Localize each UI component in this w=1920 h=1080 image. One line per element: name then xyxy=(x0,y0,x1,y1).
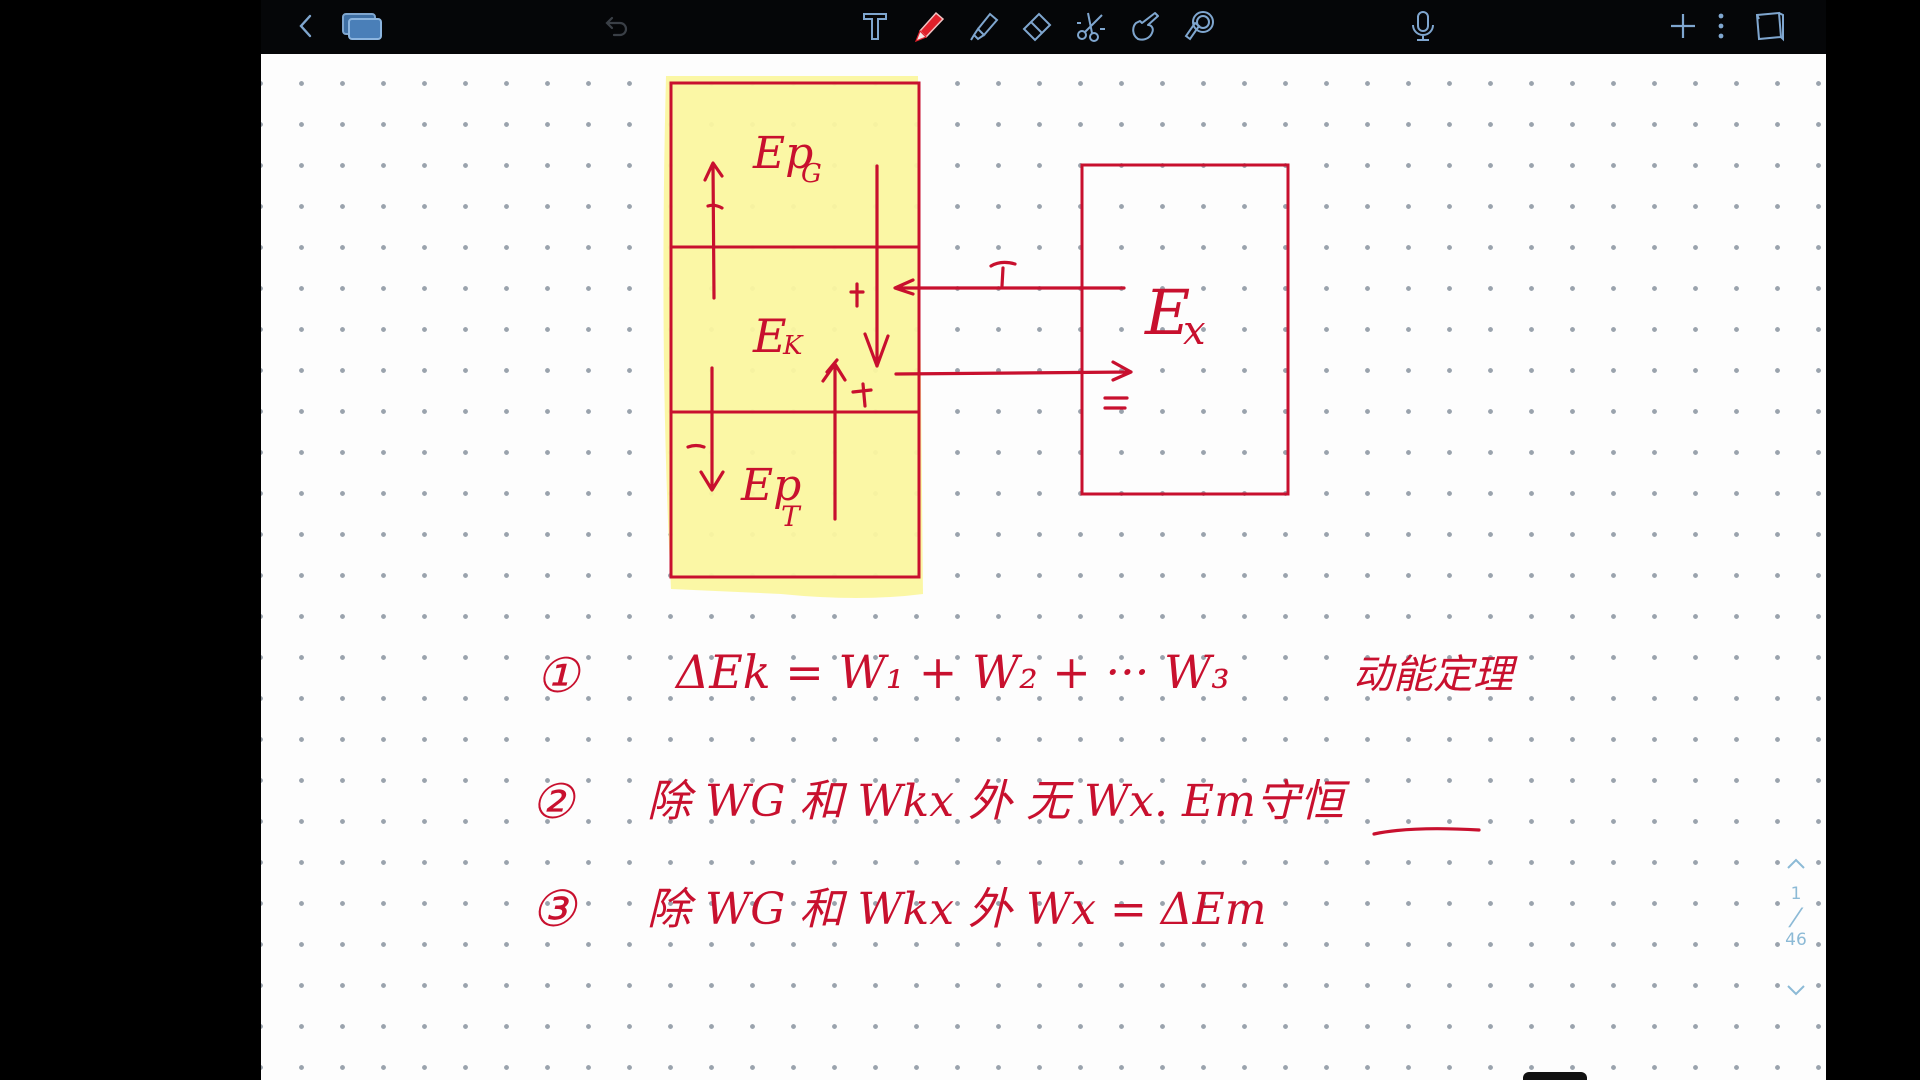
plus-icon xyxy=(1671,14,1695,38)
hand-pointer-icon xyxy=(1132,12,1159,41)
external-energy-box xyxy=(1080,163,1290,496)
lasso-scissors-tool[interactable] xyxy=(1071,6,1111,46)
undo-button[interactable] xyxy=(595,6,635,46)
svg-text:E: E xyxy=(752,309,787,363)
page-indicator: 1 / 46 xyxy=(1776,854,1816,1034)
horizontal-scroll-handle[interactable] xyxy=(1523,1072,1587,1080)
microphone-button[interactable] xyxy=(1403,6,1443,46)
scissors-icon xyxy=(1077,12,1105,42)
current-page-number: 1 xyxy=(1790,884,1802,904)
svg-text:Ep: Ep xyxy=(752,128,813,179)
svg-text:E: E xyxy=(1144,276,1190,349)
note-line-2: ② 除 WG 和 Wkx 外 无 Wx. Em守恒 xyxy=(531,774,1481,836)
eraser-tool[interactable] xyxy=(1017,6,1057,46)
add-page-button[interactable] xyxy=(1663,6,1703,46)
svg-text:K: K xyxy=(782,331,804,361)
highlighter-tool[interactable] xyxy=(963,6,1003,46)
pages-overview-button[interactable] xyxy=(339,6,387,46)
svg-text:①: ① xyxy=(536,648,582,704)
svg-text:除 WG 和 Wkx 外 Wx = ΔEm: 除 WG 和 Wkx 外 Wx = ΔEm xyxy=(647,884,1267,935)
svg-text:G: G xyxy=(801,159,822,189)
stacked-pages-icon xyxy=(342,13,382,40)
highlighter-icon xyxy=(970,12,999,41)
next-page-button[interactable] xyxy=(1776,980,1816,1010)
text-t-icon xyxy=(863,13,887,40)
svg-text:T: T xyxy=(781,500,802,533)
handwritten-ink-layer: Ep G E K Ep T E x ① ΔEk = W₁ + W₂ + ··· … xyxy=(531,76,1518,938)
eraser-icon xyxy=(1022,12,1052,42)
laser-pointer-tool[interactable] xyxy=(1179,6,1219,46)
note-line-1: ① ΔEk = W₁ + W₂ + ··· W₃ 动能定理 xyxy=(536,645,1518,704)
hand-tool[interactable] xyxy=(1125,6,1165,46)
read-mode-button[interactable] xyxy=(1749,6,1789,46)
svg-text:x: x xyxy=(1183,308,1206,354)
svg-text:ΔEk = W₁ + W₂ + ··· W₃: ΔEk = W₁ + W₂ + ··· W₃ xyxy=(674,645,1230,699)
chevron-up-icon xyxy=(1787,858,1805,869)
total-pages: 46 xyxy=(1785,930,1807,950)
yellow-highlight xyxy=(663,76,923,598)
note-app: Ep G E K Ep T E x ① ΔEk = W₁ + W₂ + ··· … xyxy=(261,0,1826,1080)
laser-pointer-icon xyxy=(1184,11,1214,41)
energy-box xyxy=(669,81,921,579)
svg-text:③: ③ xyxy=(531,880,578,938)
svg-text:②: ② xyxy=(531,774,577,830)
note-page[interactable]: Ep G E K Ep T E x ① ΔEk = W₁ + W₂ + ··· … xyxy=(261,54,1826,1080)
page-separator: / xyxy=(1786,903,1806,931)
text-tool[interactable] xyxy=(855,6,895,46)
chevron-left-icon xyxy=(299,14,312,38)
more-options-button[interactable] xyxy=(1709,6,1733,46)
book-icon xyxy=(1755,11,1784,42)
undo-icon xyxy=(605,16,628,37)
toolbar xyxy=(261,0,1826,52)
microphone-icon xyxy=(1412,11,1434,41)
back-button[interactable] xyxy=(286,6,326,46)
svg-text:除 WG 和 Wkx 外 无 Wx. Em守恒: 除 WG 和 Wkx 外 无 Wx. Em守恒 xyxy=(647,776,1351,827)
chevron-down-icon xyxy=(1787,985,1805,996)
previous-page-button[interactable] xyxy=(1776,854,1816,884)
pen-tool[interactable] xyxy=(909,6,949,46)
svg-text:动能定理: 动能定理 xyxy=(1353,652,1518,698)
note-line-3: ③ 除 WG 和 Wkx 外 Wx = ΔEm xyxy=(531,880,1267,938)
svg-text:Ep: Ep xyxy=(740,460,801,511)
pen-icon xyxy=(914,11,945,43)
vertical-dots-icon xyxy=(1718,13,1724,39)
